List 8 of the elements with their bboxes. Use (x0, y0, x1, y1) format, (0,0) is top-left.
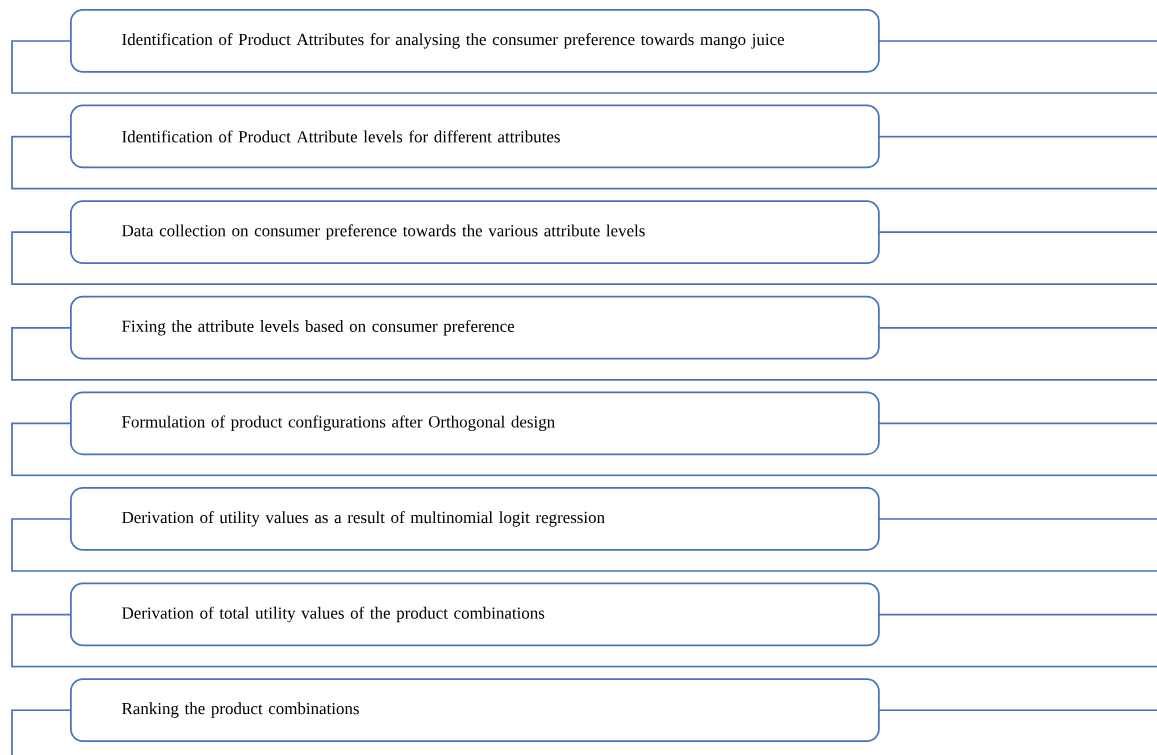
step-box: Data collection on consumer preference towards the various attribute levels (70, 200, 880, 264)
step-box: Identification of Product Attributes for analysing the consumer preference towards mango juice (70, 9, 880, 73)
step-box: Fixing the attribute levels based on consumer preference (70, 295, 880, 360)
step-box: Derivation of utility values as a result of multinomial logit regression (70, 487, 880, 551)
step-box: Formulation of product configurations after Orthogonal design (70, 391, 880, 456)
step-box: Identification of Product Attribute levels for different attributes (70, 104, 880, 169)
step-box: Derivation of total utility values of the product combinations (70, 582, 880, 647)
step-box: Ranking the product combinations (70, 678, 880, 742)
